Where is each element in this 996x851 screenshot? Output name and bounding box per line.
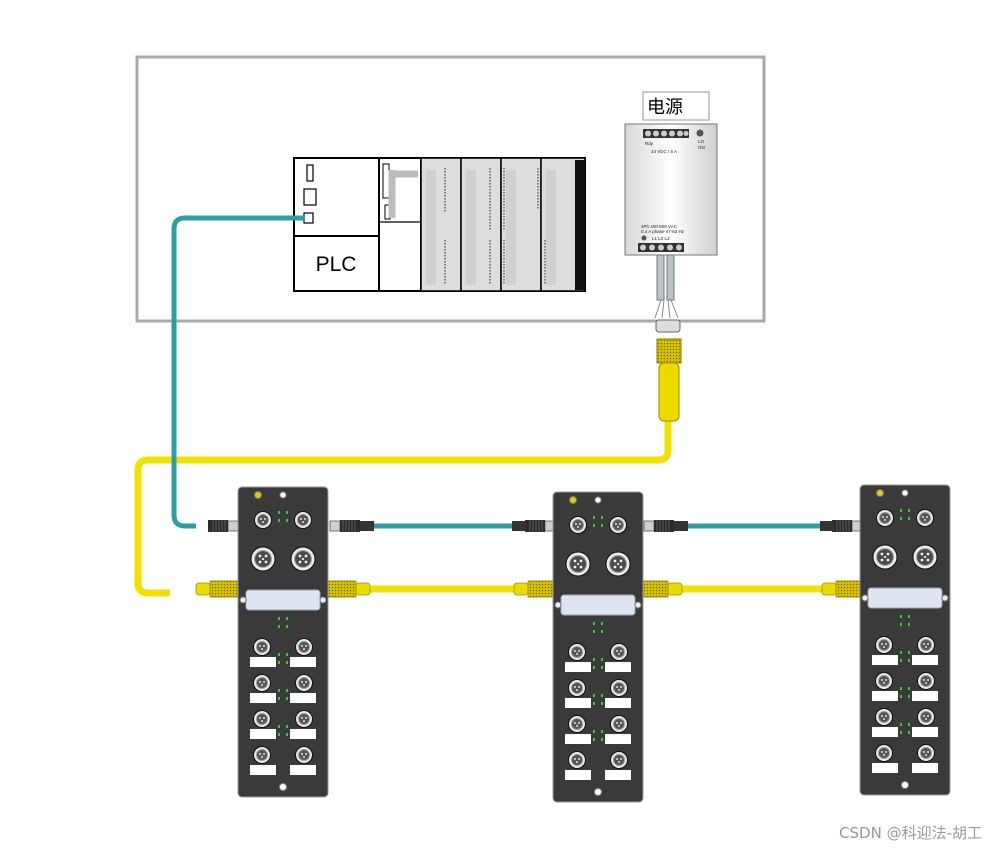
plc-rack: PLC xyxy=(293,157,586,292)
plc-label: PLC xyxy=(316,253,357,276)
io-module-2 xyxy=(553,492,643,802)
terminal-label: Rdy xyxy=(645,141,654,146)
output-rating: 24 VDC / 6 A xyxy=(651,149,677,154)
control-cabinet xyxy=(135,55,766,323)
io-module-3 xyxy=(860,485,950,795)
power-supply: 电源 Rdy LO ON 24 VDC / 6 A 3Ph 400-500 VA… xyxy=(624,91,718,333)
input-rating: 3Ph 400-500 VAC xyxy=(641,224,678,229)
input-detail: 0.4 A phase 47-63 Hz xyxy=(641,229,685,234)
power-supply-label: 电源 xyxy=(647,97,683,118)
ethernet-cable xyxy=(171,215,820,529)
led-on-label: ON xyxy=(698,145,705,150)
led-lo-label: LO xyxy=(698,139,705,144)
ethernet-connectors xyxy=(207,519,863,533)
watermark: CSDN @科迎法-胡工 xyxy=(839,824,982,842)
io-module-1 xyxy=(238,487,328,797)
psu-drop-connector xyxy=(656,338,682,422)
phase-labels: L1 L2 L3 xyxy=(652,236,670,241)
plc-cpu: PLC xyxy=(293,157,380,292)
